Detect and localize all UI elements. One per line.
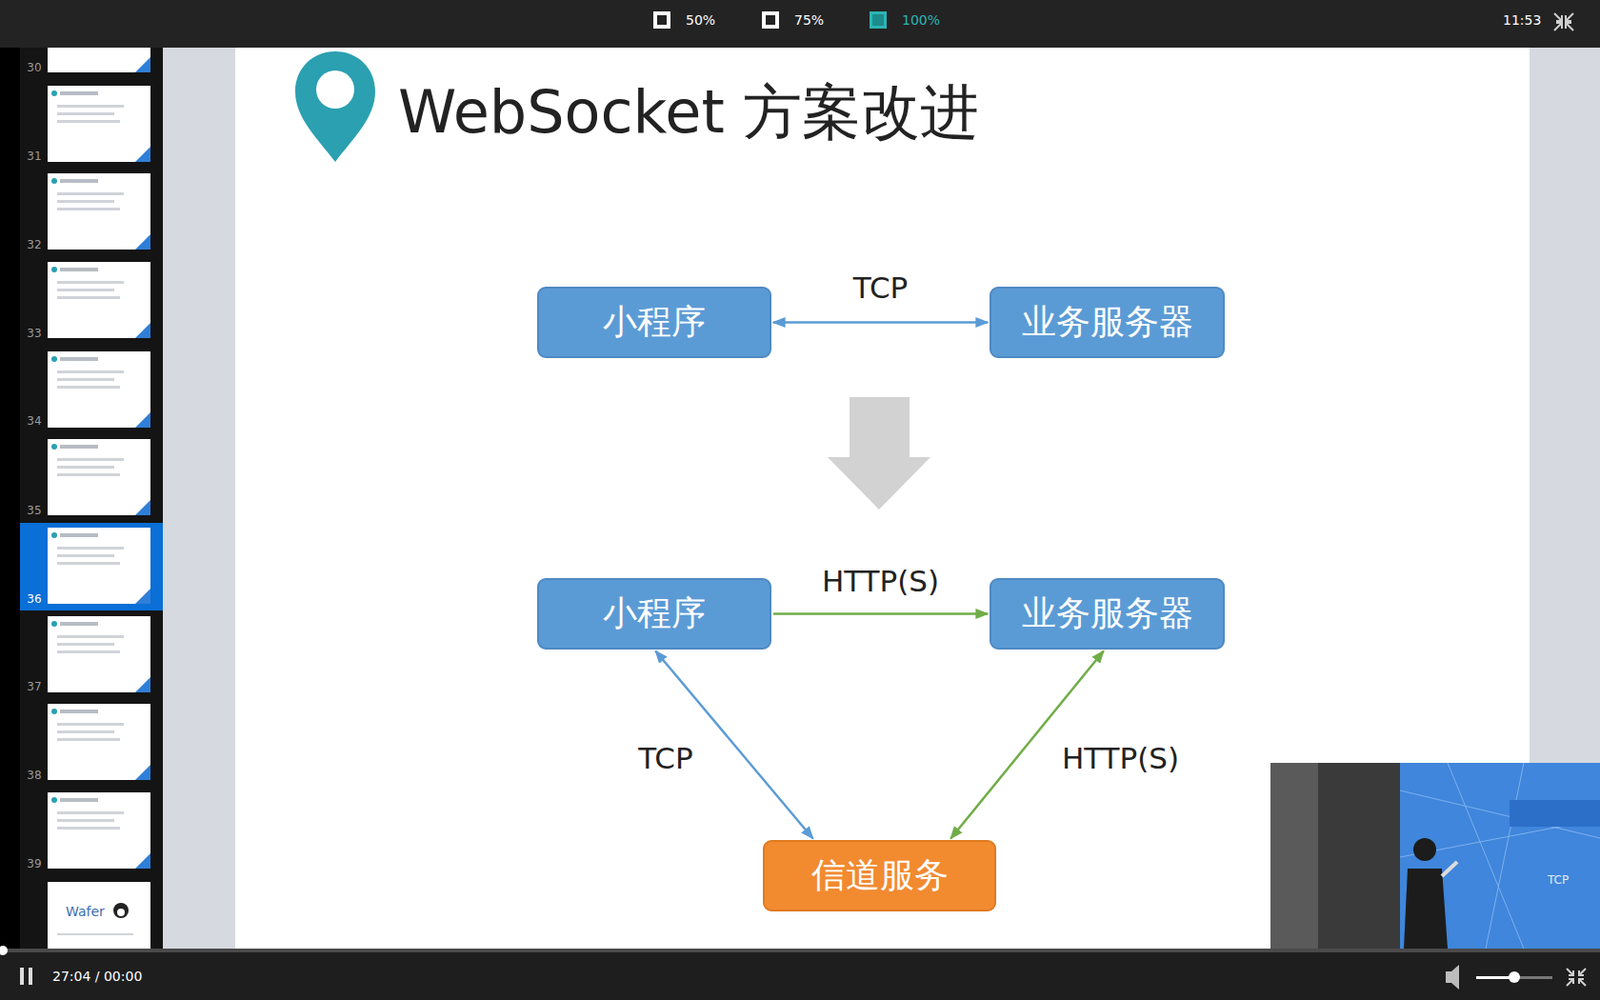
slide-title: WebSocket 方案改进: [398, 72, 980, 153]
pause-icon: [28, 967, 33, 985]
top-bar: [0, 0, 1600, 48]
zoom-checkbox: [653, 11, 671, 29]
slide-number: 35: [26, 503, 41, 518]
slide-number: 30: [26, 60, 41, 75]
speaker-video: [1270, 762, 1600, 949]
zoom-checkbox: [765, 15, 776, 25]
playback-time: 27:04 / 00:00: [52, 968, 142, 984]
slide-number: 38: [26, 768, 41, 782]
thumbnail-panel: [0, 47, 163, 949]
slide-number: 37: [26, 680, 41, 694]
exit-fullscreen-icon: [1566, 968, 1586, 986]
control-bar: [0, 948, 1600, 1000]
zoom-option: 100%: [901, 12, 940, 28]
slide-number: 32: [26, 238, 41, 252]
clock: 11:53: [1502, 12, 1541, 28]
process-box: 小程序: [537, 286, 772, 359]
progress-knob: [0, 945, 8, 956]
slide-backdrop: [162, 47, 1600, 949]
zoom-option: 50%: [685, 12, 716, 28]
slide-thumbnails: [47, 47, 151, 949]
thumbnail-title: Wafer: [65, 903, 105, 920]
slide-number: 39: [26, 857, 41, 871]
exit-fullscreen-icon: [1554, 13, 1574, 31]
connector-label: HTTP(S): [1058, 740, 1183, 776]
connector: [773, 612, 988, 616]
box-label: 业务服务器: [1021, 590, 1194, 638]
map-pin-icon: [295, 51, 376, 162]
slide-number: 33: [26, 326, 41, 340]
zoom-checkbox: [872, 14, 884, 26]
volume-knob: [1508, 971, 1520, 983]
zoom-checkbox: [657, 15, 667, 25]
box-label: 业务服务器: [1021, 299, 1194, 346]
process-box: 小程序: [537, 578, 772, 650]
slide-number: 36: [26, 592, 41, 606]
service-box: 信道服务: [762, 840, 997, 912]
progress-track: [0, 948, 1600, 953]
zoom-checkbox: [869, 11, 887, 29]
panel-edge: [0, 47, 20, 949]
connector-label: TCP: [849, 270, 912, 305]
slide-number: 34: [26, 414, 41, 428]
connector: [773, 320, 988, 324]
video-screen-text: TCP: [1547, 873, 1569, 887]
slide-number: 31: [26, 149, 41, 163]
process-box: 业务服务器: [989, 286, 1225, 359]
box-label: 小程序: [602, 299, 706, 346]
process-box: 业务服务器: [989, 578, 1225, 650]
box-label: 小程序: [602, 590, 706, 638]
connector-label: HTTP(S): [818, 563, 943, 599]
volume-slider: [1476, 976, 1515, 980]
box-label: 信道服务: [811, 852, 949, 900]
zoom-option: 75%: [794, 12, 824, 28]
volume-icon: [1445, 964, 1460, 990]
zoom-checkbox: [761, 11, 780, 29]
transition-arrow: [827, 397, 931, 510]
connector-label: TCP: [634, 740, 697, 776]
selected-thumbnail-band: [20, 522, 163, 611]
pause-icon: [20, 967, 24, 985]
